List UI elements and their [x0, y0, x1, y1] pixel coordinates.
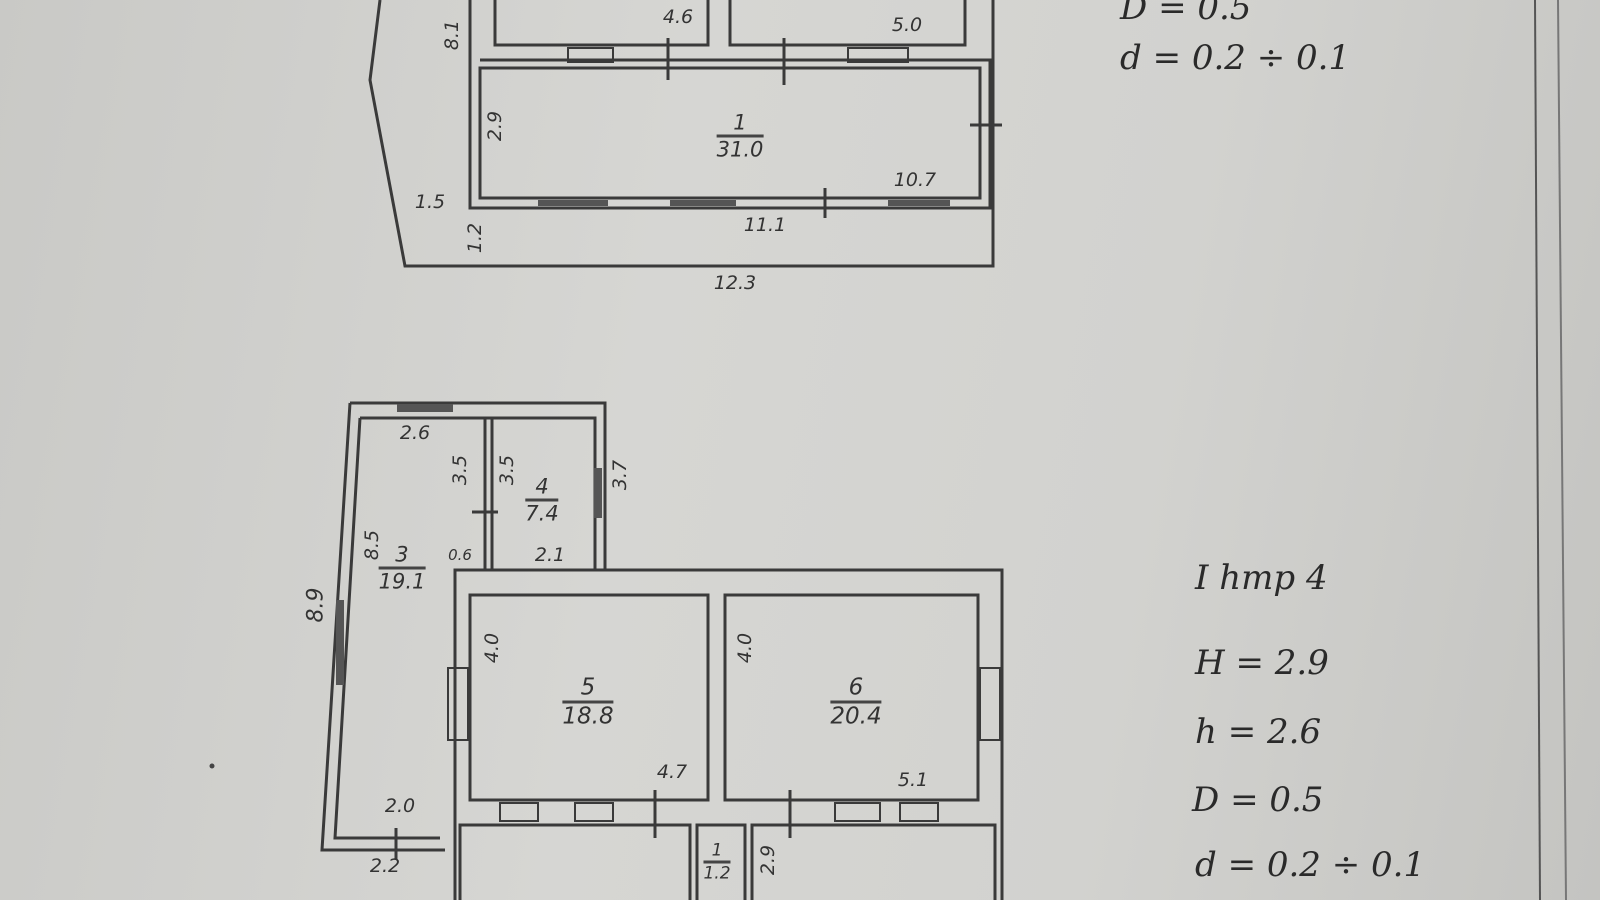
- dimension-label: 4.0: [734, 632, 756, 664]
- dimension-label: 2.9: [757, 844, 779, 876]
- dimension-label: 4.0: [481, 632, 503, 664]
- dimension-label: 5.1: [897, 769, 929, 791]
- room-area: 31.0: [716, 137, 764, 162]
- room-number: 1: [703, 841, 731, 864]
- dimension-label: 3.5: [496, 454, 518, 486]
- room-number: 3: [378, 543, 426, 570]
- bottom-floor-plan: [320, 401, 1004, 900]
- dimension-label: 1.2: [464, 222, 486, 254]
- room-number: 4: [525, 475, 559, 502]
- note-height-h: h = 2.6: [1195, 712, 1322, 752]
- dimension-label: 0.6: [448, 546, 472, 564]
- room-1-label: 1 31.0: [716, 111, 764, 162]
- dimension-label: 5.0: [891, 14, 923, 36]
- dimension-label: 2.2: [369, 855, 401, 877]
- dimension-label: 1.5: [414, 191, 446, 213]
- dimension-label: 12.3: [713, 272, 757, 294]
- dimension-label: 3.5: [449, 454, 471, 486]
- room-4-label: 4 7.4: [525, 475, 559, 526]
- room-area: 20.4: [830, 703, 882, 730]
- room-area: 1.2: [703, 863, 731, 884]
- room-3-label: 3 19.1: [378, 543, 426, 594]
- note-wall-thickness: D = 0.5: [1120, 0, 1252, 28]
- note-wall-thickness: D = 0.5: [1192, 780, 1324, 820]
- dimension-label: 10.7: [893, 169, 937, 191]
- note-partition-thickness: d = 0.2 ÷ 0.1: [1120, 38, 1351, 78]
- dimension-label: 2.6: [399, 422, 431, 444]
- room-number: 6: [830, 675, 882, 704]
- room-area: 19.1: [378, 569, 426, 594]
- dimension-label: 2.0: [384, 795, 416, 817]
- dimension-label: 4.6: [662, 6, 694, 28]
- dimension-label: 11.1: [743, 214, 787, 236]
- dimension-label: 8.1: [441, 19, 463, 51]
- room-small-label: 1 1.2: [703, 841, 731, 884]
- room-6-label: 6 20.4: [830, 675, 882, 730]
- room-5-label: 5 18.8: [562, 675, 614, 730]
- room-area: 18.8: [562, 703, 614, 730]
- dimension-label: 8.9: [303, 587, 329, 623]
- dimension-label: 2.9: [484, 110, 506, 142]
- note-height-H: H = 2.9: [1195, 643, 1329, 683]
- room-area: 7.4: [525, 501, 559, 526]
- dimension-label: 2.1: [534, 544, 566, 566]
- note-partition-thickness: d = 0.2 ÷ 0.1: [1195, 845, 1426, 885]
- dimension-label: 4.7: [656, 761, 688, 783]
- dimension-label: 3.7: [609, 459, 631, 491]
- room-number: 5: [562, 675, 614, 704]
- top-floor-plan: [368, 0, 1002, 268]
- note-floor: I hmp 4: [1195, 558, 1328, 598]
- room-number: 1: [716, 111, 764, 138]
